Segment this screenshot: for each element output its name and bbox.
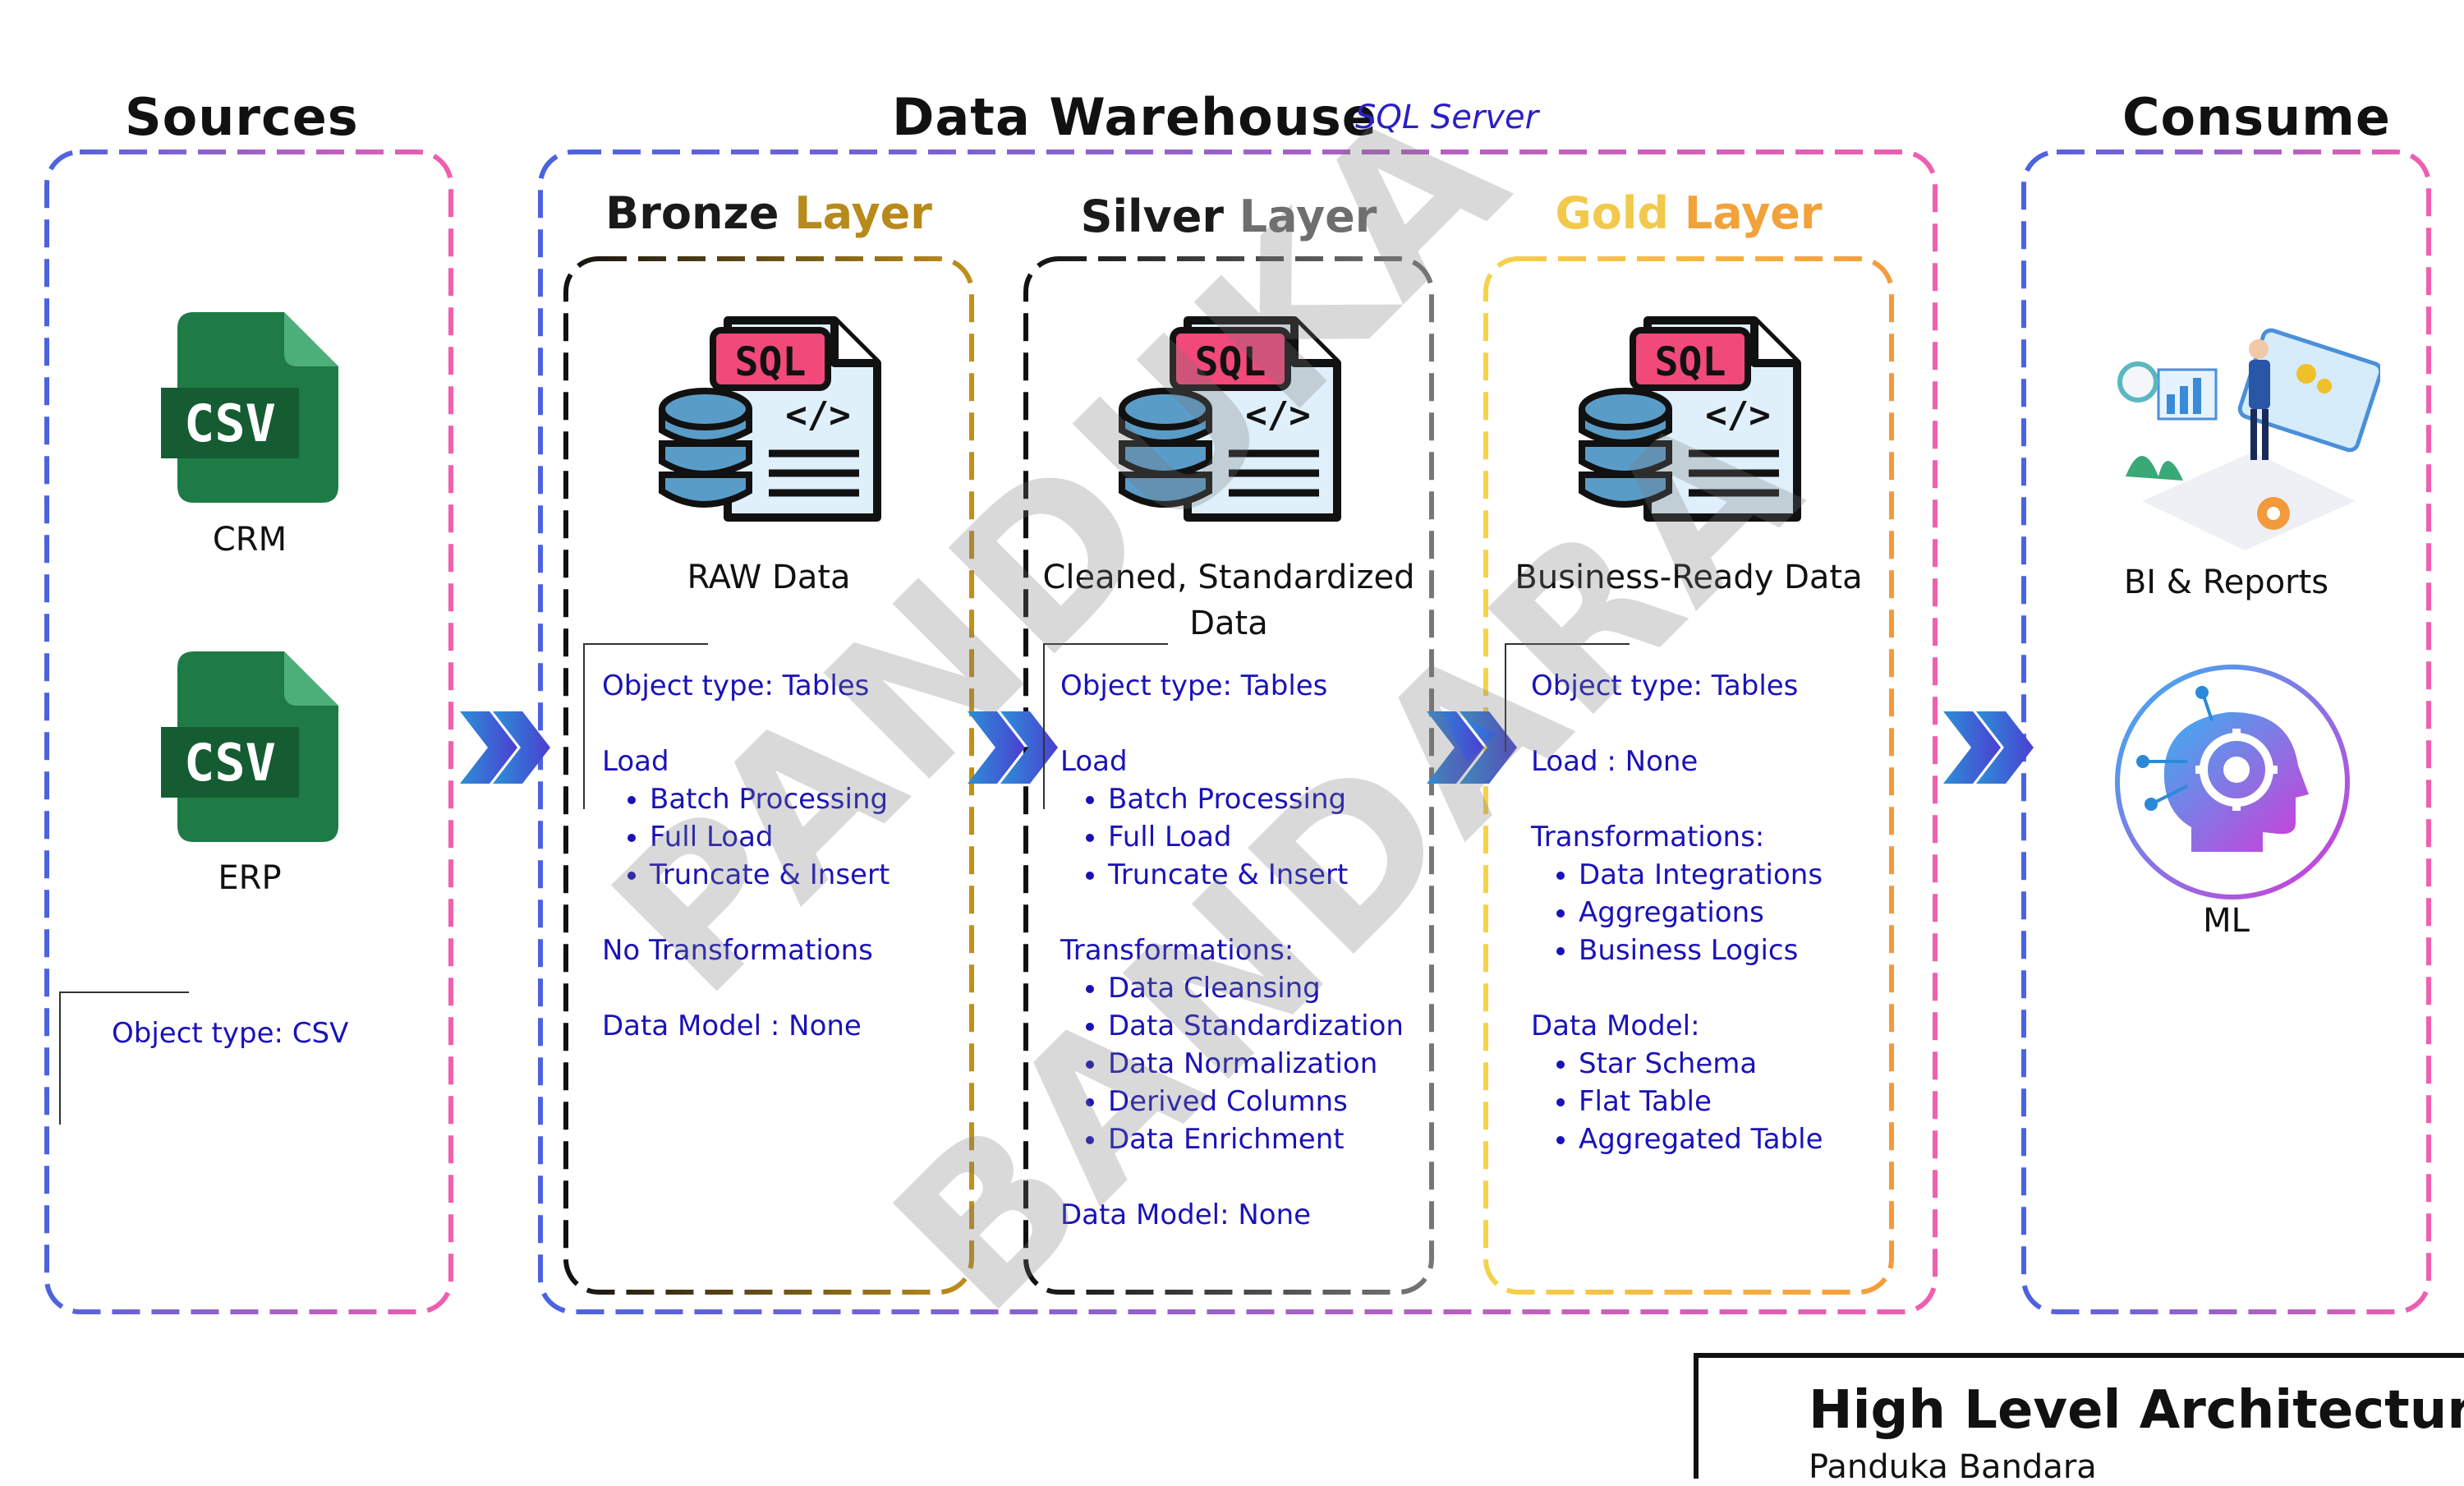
load-heading: Load (1060, 745, 1128, 778)
consume-label-bi: BI & Reports (2123, 564, 2329, 601)
list-item: Flat Table (1579, 1083, 1884, 1120)
bi-dashboard-icon (2109, 312, 2384, 562)
csv-icon-text: CSV (184, 733, 276, 793)
object-type-corner (1505, 643, 1630, 752)
csv-file-icon: CSV (161, 651, 338, 845)
list-item: Truncate & Insert (650, 856, 963, 894)
object-type-corner (59, 991, 189, 1125)
list-item: Aggregated Table (1579, 1120, 1884, 1158)
list-item: Data Cleansing (1108, 969, 1422, 1007)
gold-details: Object type: Tables Load : None Transfor… (1531, 667, 1884, 1158)
sql-icon-text: SQL (1195, 339, 1266, 385)
list-item: Business Logics (1579, 932, 1884, 969)
csv-file-icon: CSV (161, 312, 338, 506)
flow-arrow-icon (1427, 711, 1517, 784)
object-type-text: Object type: Tables (1060, 669, 1328, 702)
data-model-heading: Data Model: None (1060, 1198, 1312, 1231)
warehouse-subtitle: SQL Server (1355, 99, 1539, 136)
svg-text:</>: </> (1245, 394, 1310, 436)
transformations-heading: Transformations: (1531, 821, 1765, 853)
ml-brain-icon (2113, 663, 2351, 904)
list-item: Derived Columns (1108, 1083, 1422, 1120)
sql-database-icon: SQL </> (1114, 312, 1344, 529)
load-list: Batch Processing Full Load Truncate & In… (602, 780, 963, 894)
silver-caption-line2: Data (1189, 605, 1268, 642)
flow-arrow-icon (1943, 711, 2034, 784)
silver-details: Object type: Tables Load Batch Processin… (1060, 667, 1422, 1234)
transformations-list: Data Integrations Aggregations Business … (1531, 856, 1884, 969)
object-type-corner (1043, 643, 1168, 809)
list-item: Aggregations (1579, 894, 1884, 932)
list-item: Batch Processing (650, 780, 963, 818)
load-heading: Load (602, 745, 669, 778)
list-item: Star Schema (1579, 1045, 1884, 1083)
warehouse-title: Data Warehouse (892, 87, 1377, 147)
list-item: Data Standardization (1108, 1007, 1422, 1045)
sources-title: Sources (125, 87, 359, 147)
silver-frame (1023, 256, 1434, 1295)
transformations-heading: No Transformations (602, 934, 873, 967)
sql-icon-text: SQL (735, 339, 807, 385)
bronze-layer-title: Bronze Layer (605, 187, 932, 239)
flow-arrow-icon (460, 711, 550, 784)
data-model-heading: Data Model: (1531, 1010, 1700, 1042)
object-type-text: Object type: Tables (602, 669, 870, 702)
load-heading: Load : None (1531, 745, 1699, 778)
csv-icon-text: CSV (184, 393, 276, 453)
load-list: Batch Processing Full Load Truncate & In… (1060, 780, 1422, 894)
sources-object-type: Object type: CSV (112, 1017, 349, 1050)
source-label-erp: ERP (218, 859, 282, 897)
svg-text:</>: </> (1705, 394, 1770, 436)
bronze-frame (563, 256, 974, 1295)
footer-author: Panduka Bandara (1809, 1448, 2097, 1486)
list-item: Full Load (650, 818, 963, 856)
sql-database-icon: SQL </> (1574, 312, 1804, 529)
bronze-caption: RAW Data (687, 559, 851, 596)
list-item: Full Load (1108, 818, 1422, 856)
gold-frame (1483, 256, 1894, 1295)
consume-frame (2021, 150, 2431, 1314)
object-type-text: Object type: Tables (1531, 669, 1799, 702)
bronze-details: Object type: Tables Load Batch Processin… (602, 667, 963, 1045)
source-label-crm: CRM (212, 521, 287, 559)
sources-frame (44, 150, 453, 1314)
data-model-heading: Data Model : None (602, 1010, 862, 1042)
svg-text:</>: </> (785, 394, 850, 436)
consume-label-ml: ML (2203, 902, 2250, 940)
gold-caption: Business-Ready Data (1515, 559, 1863, 596)
sql-database-icon: SQL </> (654, 312, 884, 529)
consume-title: Consume (2122, 87, 2391, 147)
footer-title: High Level Architecture (1809, 1380, 2464, 1441)
footer-frame (1694, 1353, 2464, 1479)
silver-layer-title: Silver Layer (1080, 191, 1377, 242)
list-item: Data Enrichment (1108, 1120, 1422, 1158)
data-model-list: Star Schema Flat Table Aggregated Table (1531, 1045, 1884, 1158)
gold-layer-title: Gold Layer (1555, 187, 1823, 239)
list-item: Data Integrations (1579, 856, 1884, 894)
transformations-list: Data Cleansing Data Standardization Data… (1060, 969, 1422, 1158)
silver-caption-line1: Cleaned, Standardized (1042, 559, 1415, 596)
list-item: Data Normalization (1108, 1045, 1422, 1083)
transformations-heading: Transformations: (1060, 934, 1294, 967)
sql-icon-text: SQL (1655, 339, 1726, 385)
list-item: Batch Processing (1108, 780, 1422, 818)
object-type-corner (583, 643, 708, 809)
list-item: Truncate & Insert (1108, 856, 1422, 894)
